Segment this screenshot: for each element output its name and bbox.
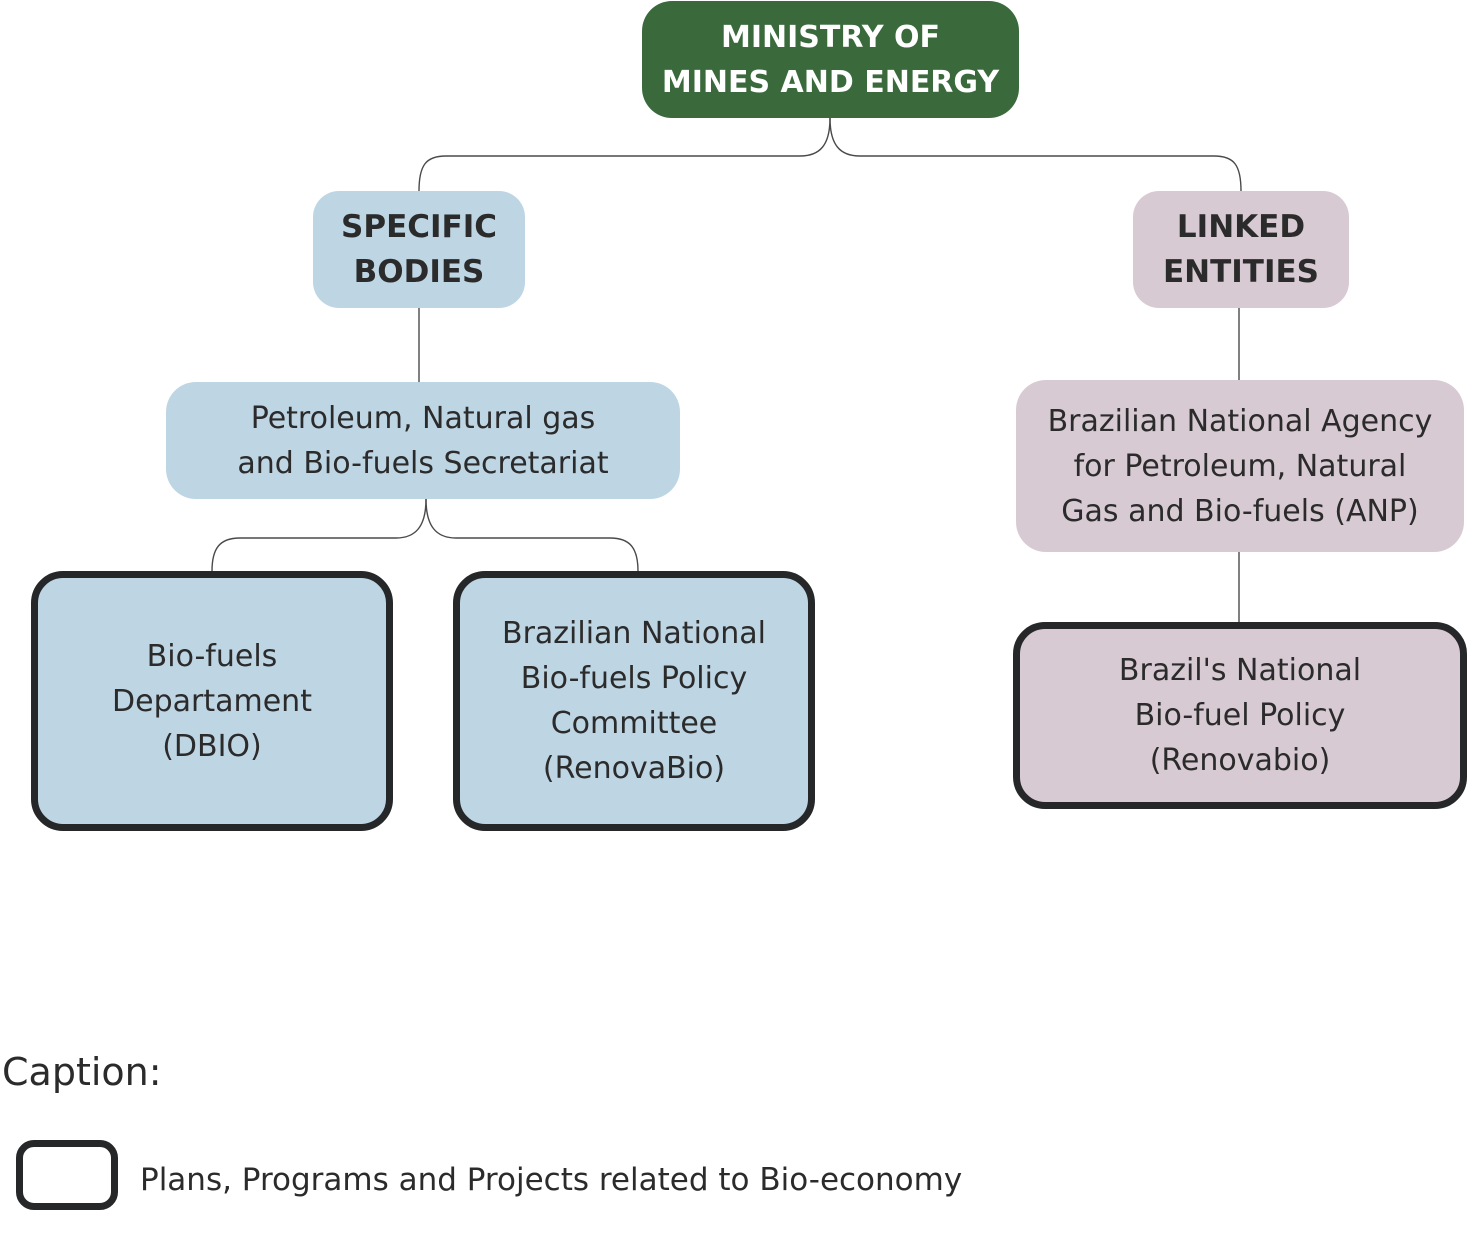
legend-swatch xyxy=(16,1140,118,1210)
renovabio-committee-program-node: Brazilian National Bio-fuels Policy Comm… xyxy=(453,571,815,831)
anp-label: Brazilian National Agency for Petroleum,… xyxy=(1047,403,1433,529)
dbio-program-node: Bio-fuels Departament (DBIO) xyxy=(31,571,393,831)
renovabio-committee-label: Brazilian National Bio-fuels Policy Comm… xyxy=(502,616,766,786)
ministry-label: MINISTRY OF MINES AND ENERGY xyxy=(661,19,1000,100)
specific-bodies-node: SPECIFIC BODIES xyxy=(313,191,525,308)
linked-entities-label: LINKED ENTITIES xyxy=(1163,208,1319,290)
connector-secretariat-to-dbio xyxy=(211,498,427,572)
secretariat-label: Petroleum, Natural gas and Bio-fuels Sec… xyxy=(237,400,609,481)
renovabio-policy-label: Brazil's National Bio-fuel Policy (Renov… xyxy=(1118,653,1362,778)
caption-title: Caption: xyxy=(2,1050,162,1094)
connector-root-to-specific-bodies xyxy=(418,117,831,192)
specific-bodies-label: SPECIFIC BODIES xyxy=(341,208,497,290)
legend-text: Plans, Programs and Projects related to … xyxy=(140,1162,963,1198)
ministry-node: MINISTRY OF MINES AND ENERGY xyxy=(642,1,1019,118)
connector-root-to-linked-entities xyxy=(829,117,1242,192)
secretariat-node: Petroleum, Natural gas and Bio-fuels Sec… xyxy=(166,382,680,499)
connector-secretariat-to-committee xyxy=(425,498,639,572)
linked-entities-node: LINKED ENTITIES xyxy=(1133,191,1349,308)
renovabio-policy-program-node: Brazil's National Bio-fuel Policy (Renov… xyxy=(1013,622,1467,809)
anp-node: Brazilian National Agency for Petroleum,… xyxy=(1016,380,1464,552)
dbio-label: Bio-fuels Departament (DBIO) xyxy=(112,638,312,764)
